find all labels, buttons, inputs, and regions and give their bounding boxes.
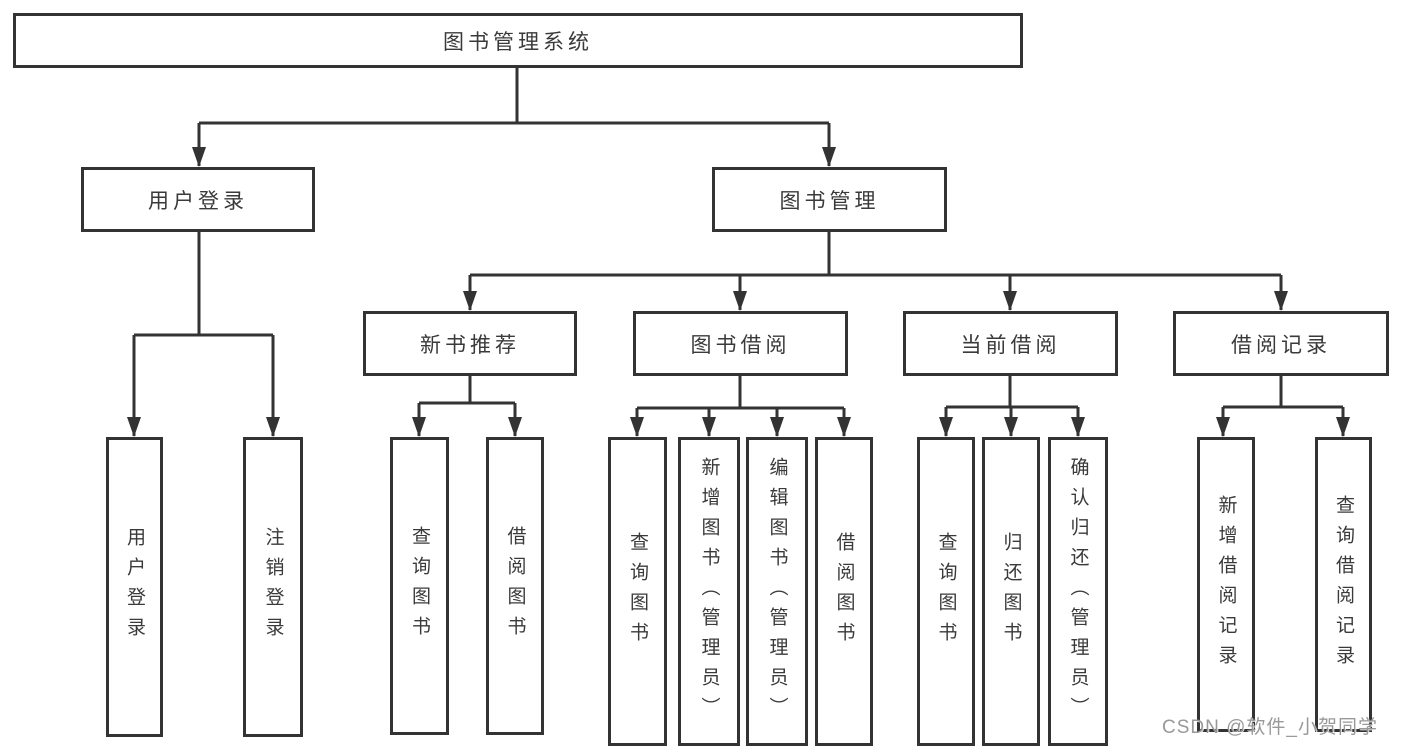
csdn-watermark: CSDN @软件_小贺同学 [1162,717,1378,738]
node-new-book-recommend: 新书推荐 [363,311,577,376]
leaf-current-return-books: 归还图书 [982,437,1040,746]
node-book-management: 图书管理 [712,167,947,232]
leaf-current-confirm-return-admin: 确认归还（管理员） [1048,437,1108,746]
leaf-borrow-add-books-admin: 新增图书（管理员） [678,437,740,746]
leaf-borrow-query-books: 查询图书 [608,437,667,746]
node-borrow-records: 借阅记录 [1173,311,1389,376]
leaf-recommend-borrow-books: 借阅图书 [486,437,544,735]
leaf-records-query-record: 查询借阅记录 [1315,437,1372,732]
leaf-borrow-edit-books-admin: 编辑图书（管理员） [746,437,808,746]
leaf-borrow-borrow-books: 借阅图书 [815,437,873,746]
leaf-recommend-query-books: 查询图书 [390,437,449,735]
leaf-user-login: 用户登录 [106,437,163,737]
node-book-borrow: 图书借阅 [633,311,848,376]
node-user-login: 用户登录 [81,167,315,232]
leaf-current-query-books: 查询图书 [917,437,975,746]
leaf-logout: 注销登录 [243,437,303,737]
node-current-borrow: 当前借阅 [903,311,1118,376]
node-root-library-system: 图书管理系统 [13,13,1023,68]
leaf-records-add-record: 新增借阅记录 [1197,437,1255,732]
